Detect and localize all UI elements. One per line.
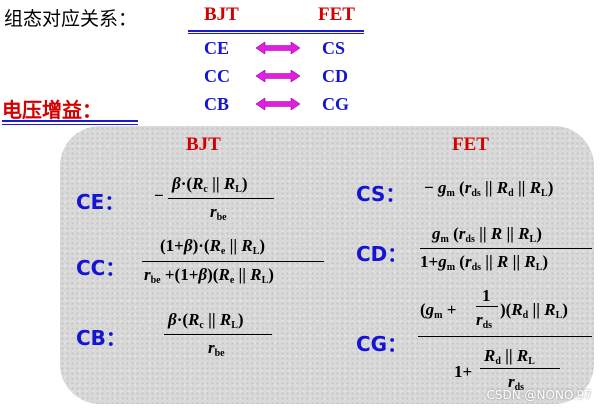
map-bjt-cc: CC [204, 66, 230, 86]
label-cs: CS： [356, 182, 406, 206]
cb-numerator: β·(Rc || RL) [168, 310, 244, 331]
label-cg: CG： [356, 332, 408, 356]
cg-fraction-bar [418, 336, 592, 337]
cd-fraction-bar [420, 248, 592, 249]
label-cc: CC： [76, 256, 126, 280]
label-ce: CE： [76, 190, 125, 214]
cg-numerator-rest: )(Rd || RL) [500, 300, 568, 321]
cg-inner-num: 1 [482, 286, 491, 305]
double-arrow-icon [256, 42, 300, 54]
header-fet: FET [318, 4, 355, 25]
cb-fraction-bar [164, 334, 272, 335]
col-header-fet: FET [452, 134, 489, 155]
map-fet-cs: CS [322, 38, 346, 58]
cg-den-num: Rd || RL [484, 346, 535, 367]
cg-inner-den: rds [476, 310, 493, 331]
header-underline [188, 30, 364, 32]
label-cb: CB： [76, 326, 126, 350]
section-title-configuration: 组态对应关系： [4, 8, 138, 30]
formula-panel [60, 126, 594, 404]
cb-denominator: rbe [208, 338, 225, 359]
cc-numerator: (1+β)·(Re || RL) [160, 236, 266, 257]
ce-minus: − [154, 186, 164, 205]
ce-denominator: rbe [210, 202, 227, 223]
header-bjt: BJT [204, 4, 239, 25]
gain-underline-2 [2, 124, 138, 125]
gain-underline [2, 120, 138, 122]
label-cd: CD： [356, 242, 408, 266]
ce-numerator: β·(Rc || RL) [172, 174, 248, 195]
ce-fraction-bar [168, 198, 274, 199]
watermark: CSDN @NONO.97 [486, 388, 592, 402]
cs-expression: − gm (rds || Rd || RL) [424, 178, 554, 199]
header-underline-2 [188, 33, 364, 34]
double-arrow-icon [256, 98, 300, 110]
map-fet-cg: CG [322, 94, 349, 114]
cc-denominator: rbe +(1+β)(Re || RL) [144, 265, 274, 286]
cc-fraction-bar [142, 261, 324, 262]
cg-den-den: rds [508, 372, 525, 393]
cg-inner-bar [476, 306, 498, 307]
cg-den-one: 1+ [454, 362, 473, 381]
map-bjt-cb: CB [204, 94, 230, 114]
map-fet-cd: CD [322, 66, 348, 86]
cg-numerator: (gm + [420, 300, 457, 321]
double-arrow-icon [256, 70, 300, 82]
col-header-bjt: BJT [186, 134, 221, 155]
cd-numerator: gm (rds || R || RL) [432, 224, 542, 245]
cg-den-bar [480, 368, 560, 369]
map-bjt-ce: CE [204, 38, 230, 58]
section-title-voltage-gain: 电压增益： [2, 98, 102, 122]
cd-denominator: 1+gm (rds || R || RL) [420, 252, 549, 273]
